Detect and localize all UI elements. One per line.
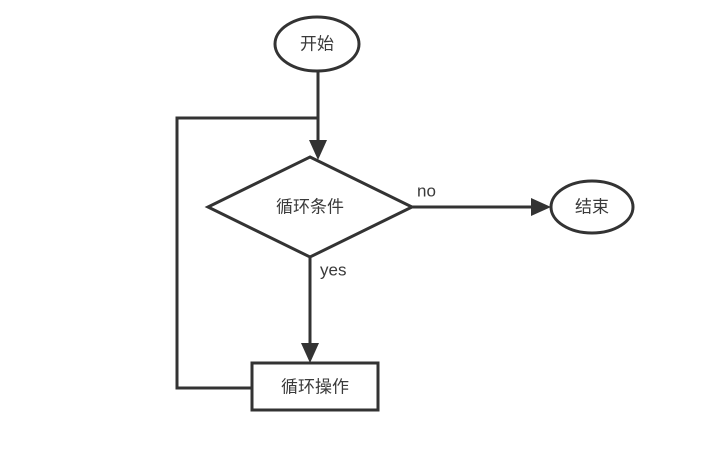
edge-condition-to-operation: yes	[301, 258, 346, 363]
edge-label-yes: yes	[320, 260, 346, 279]
start-ellipse-shape	[273, 15, 361, 73]
end-ellipse-shape	[549, 179, 635, 235]
arrowhead-into-operation	[301, 343, 319, 363]
node-end[interactable]: 结束	[549, 179, 635, 235]
node-condition[interactable]: 循环条件	[204, 155, 416, 259]
operation-label: 循环操作	[281, 377, 349, 396]
node-start[interactable]: 开始	[273, 15, 361, 73]
node-operation[interactable]: 循环操作	[250, 361, 380, 412]
start-label: 开始	[300, 34, 334, 53]
condition-label: 循环条件	[276, 197, 344, 216]
condition-diamond-shape	[204, 155, 416, 259]
edge-label-no: no	[417, 181, 436, 200]
arrowhead-into-condition	[309, 140, 327, 160]
edge-operation-to-condition	[175, 116, 318, 390]
end-label: 结束	[575, 197, 609, 216]
operation-rect-shape	[250, 361, 380, 412]
arrowhead-into-end	[531, 198, 551, 216]
edge-line-loopback	[175, 116, 318, 390]
edge-condition-to-end: no	[412, 181, 551, 216]
edge-start-to-condition	[309, 71, 327, 160]
